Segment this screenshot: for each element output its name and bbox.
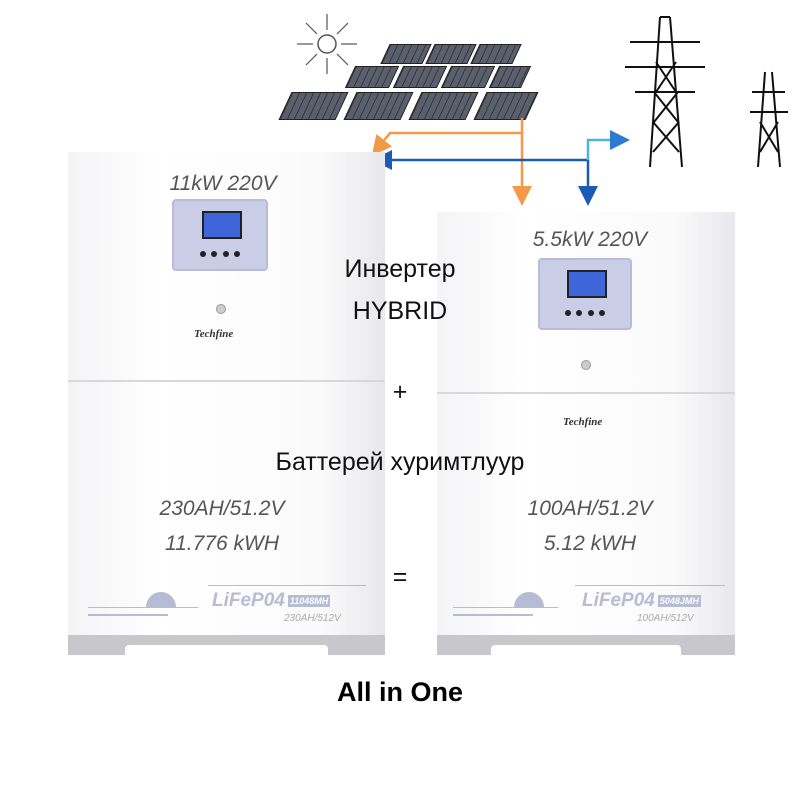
small-power-label: 5.5kW 220V bbox=[532, 228, 648, 251]
inverter-heading: Инвертер bbox=[344, 255, 456, 283]
brand-logo: Techfine bbox=[194, 328, 234, 340]
hybrid-heading: HYBRID bbox=[352, 297, 448, 325]
sun-icon bbox=[297, 14, 357, 74]
large-energy: 11.776 kWH bbox=[165, 532, 279, 555]
power-button[interactable] bbox=[216, 304, 226, 314]
energy-flow-arrows bbox=[371, 118, 630, 206]
power-button[interactable] bbox=[581, 360, 591, 370]
small-capacity: 100AH/51.2V bbox=[527, 497, 653, 520]
plus-sign: + bbox=[392, 378, 408, 406]
large-power-label: 11kW 220V bbox=[169, 172, 277, 195]
brand-logo: Techfine bbox=[563, 416, 603, 428]
battery-heading: Баттерей хуримтлуур bbox=[275, 448, 525, 476]
power-tower-icon bbox=[625, 16, 788, 168]
lcd-panel bbox=[538, 258, 632, 330]
lcd-panel bbox=[172, 199, 268, 271]
rating-label: 230AH/512V bbox=[284, 613, 341, 624]
sun-decor-icon bbox=[146, 592, 176, 607]
rating-label: 100AH/512V bbox=[637, 613, 694, 624]
equals-sign: = bbox=[392, 563, 408, 591]
large-capacity: 230AH/51.2V bbox=[159, 497, 285, 520]
small-energy: 5.12 kWH bbox=[543, 532, 637, 555]
tagline: All in One bbox=[336, 677, 463, 707]
sun-decor-icon bbox=[514, 592, 544, 607]
